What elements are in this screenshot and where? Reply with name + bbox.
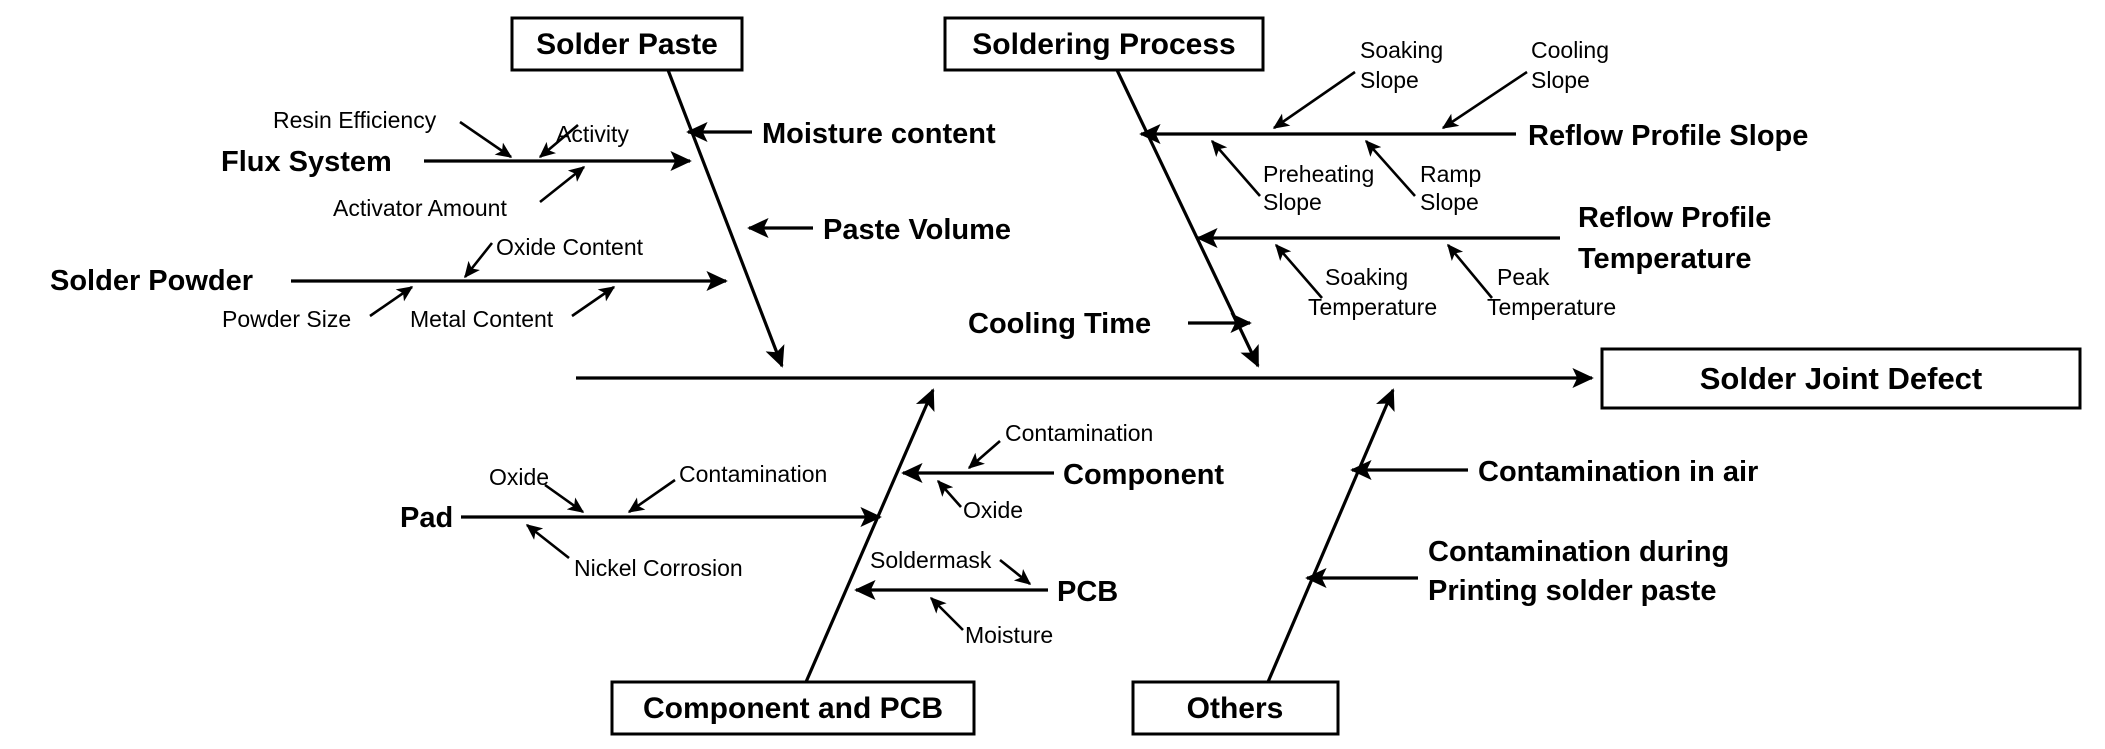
others-rib (1266, 388, 1395, 683)
moisture-label: Moisture (965, 622, 1053, 648)
soaking-temperature-twig (1275, 243, 1323, 299)
others-box-label: Others (1187, 692, 1284, 725)
effect-box-label: Solder Joint Defect (1700, 361, 1983, 396)
cooling-slope-label-line1: Cooling (1531, 37, 1609, 63)
metal-content-twig (571, 285, 616, 318)
pcb-label: PCB (1057, 576, 1118, 608)
reflow-profile-temperature-label-line2: Temperature (1578, 243, 1752, 275)
powder-size-label: Powder Size (222, 306, 351, 332)
activator-amount-label: Activator Amount (333, 195, 507, 221)
soldering-process-box[interactable] (943, 16, 1265, 72)
cooling-time-label: Cooling Time (968, 308, 1151, 340)
component-oxide-label: Oxide (963, 497, 1023, 523)
resin-efficiency-twig (459, 120, 513, 159)
branch-reflow-profile-temperature: Reflow Profile Temperature Soaking Tempe… (1196, 202, 1771, 320)
soldermask-twig (999, 558, 1032, 586)
ramp-slope-label-line2: Slope (1420, 189, 1479, 215)
reflow-profile-temperature-label-line1: Reflow Profile (1578, 202, 1771, 234)
soaking-temperature-label-line1: Soaking (1325, 264, 1408, 290)
contamination-printing-label-line1: Contamination during (1428, 536, 1729, 568)
activator-amount-twig (539, 165, 586, 204)
soaking-slope-label-line2: Slope (1360, 67, 1419, 93)
category-others: Others Contamination in air Contaminatio… (1131, 388, 1758, 736)
reflow-profile-slope-label: Reflow Profile Slope (1528, 120, 1808, 152)
branch-pad: Pad Oxide Contamination Nickel Corrosion (400, 461, 882, 581)
solder-paste-rib (666, 69, 785, 368)
paste-volume-label: Paste Volume (823, 214, 1011, 246)
branch-reflow-profile-slope: Reflow Profile Slope Soaking Slope Cooli… (1139, 37, 1808, 215)
pad-label: Pad (400, 502, 453, 534)
component-label: Component (1063, 459, 1224, 491)
solder-powder-label: Solder Powder (50, 265, 253, 297)
component-and-pcb-box[interactable] (610, 680, 976, 736)
branch-paste-volume: Paste Volume (747, 214, 1011, 246)
solder-paste-box-label: Solder Paste (536, 28, 718, 61)
resin-efficiency-label: Resin Efficiency (273, 107, 437, 133)
branch-contamination-in-air: Contamination in air (1350, 456, 1758, 488)
pad-oxide-label: Oxide (489, 464, 549, 490)
category-soldering-process: Soldering Process Reflow Profile Slope S… (943, 16, 1808, 368)
oxide-content-twig (463, 242, 494, 279)
pad-contamination-twig (627, 478, 676, 514)
effect-box[interactable] (1600, 347, 2082, 410)
activity-twig (538, 124, 579, 158)
activity-label: Activity (556, 121, 629, 147)
preheating-slope-label-line2: Slope (1263, 189, 1322, 215)
peak-temperature-twig (1446, 243, 1494, 299)
preheating-slope-twig (1211, 139, 1261, 197)
powder-size-twig (369, 285, 414, 318)
component-oxide-twig (937, 479, 962, 508)
contamination-in-air-label: Contamination in air (1478, 456, 1758, 488)
effect-box-group[interactable]: Solder Joint Defect (1600, 347, 2082, 410)
oxide-content-label: Oxide Content (496, 234, 644, 260)
cooling-slope-twig (1441, 70, 1528, 130)
category-solder-paste: Solder Paste Moisture content Paste Volu… (50, 16, 1011, 368)
soaking-slope-twig (1272, 70, 1356, 130)
soaking-temperature-label-line2: Temperature (1308, 294, 1437, 320)
peak-temperature-label-line2: Temperature (1487, 294, 1616, 320)
branch-moisture-content: Moisture content (686, 118, 996, 150)
branch-component: Component Contamination Oxide (901, 420, 1224, 523)
contamination-printing-label-line2: Printing solder paste (1428, 575, 1716, 607)
nickel-corrosion-twig (525, 523, 570, 560)
branch-cooling-time: Cooling Time (968, 308, 1252, 340)
solder-paste-box[interactable] (510, 16, 744, 72)
others-box[interactable] (1131, 680, 1340, 736)
component-contamination-label: Contamination (1005, 420, 1153, 446)
ramp-slope-twig (1365, 139, 1416, 197)
component-and-pcb-rib (804, 388, 935, 683)
component-and-pcb-box-label: Component and PCB (643, 692, 943, 725)
peak-temperature-label-line1: Peak (1497, 264, 1550, 290)
soaking-slope-label-line1: Soaking (1360, 37, 1443, 63)
branch-flux-system: Flux System Resin Efficiency Activity Ac… (221, 107, 692, 221)
moisture-twig (930, 597, 964, 631)
soldering-process-box-label: Soldering Process (972, 28, 1235, 61)
branch-solder-powder: Solder Powder Oxide Content Powder Size … (50, 234, 728, 332)
soldermask-label: Soldermask (870, 547, 992, 573)
flux-system-label: Flux System (221, 146, 392, 178)
pad-contamination-label: Contamination (679, 461, 827, 487)
branch-pcb: PCB Soldermask Moisture (854, 547, 1118, 648)
preheating-slope-label-line1: Preheating (1263, 161, 1374, 187)
pad-oxide-twig (544, 483, 585, 514)
category-component-and-pcb: Component and PCB Pad Oxide Contaminatio… (400, 388, 1224, 736)
moisture-content-label: Moisture content (762, 118, 996, 150)
metal-content-label: Metal Content (410, 306, 554, 332)
ramp-slope-label-line1: Ramp (1420, 161, 1481, 187)
component-contamination-twig (967, 440, 1001, 469)
nickel-corrosion-label: Nickel Corrosion (574, 555, 743, 581)
cooling-slope-label-line2: Slope (1531, 67, 1590, 93)
branch-contamination-during-printing: Contamination during Printing solder pas… (1305, 536, 1729, 607)
